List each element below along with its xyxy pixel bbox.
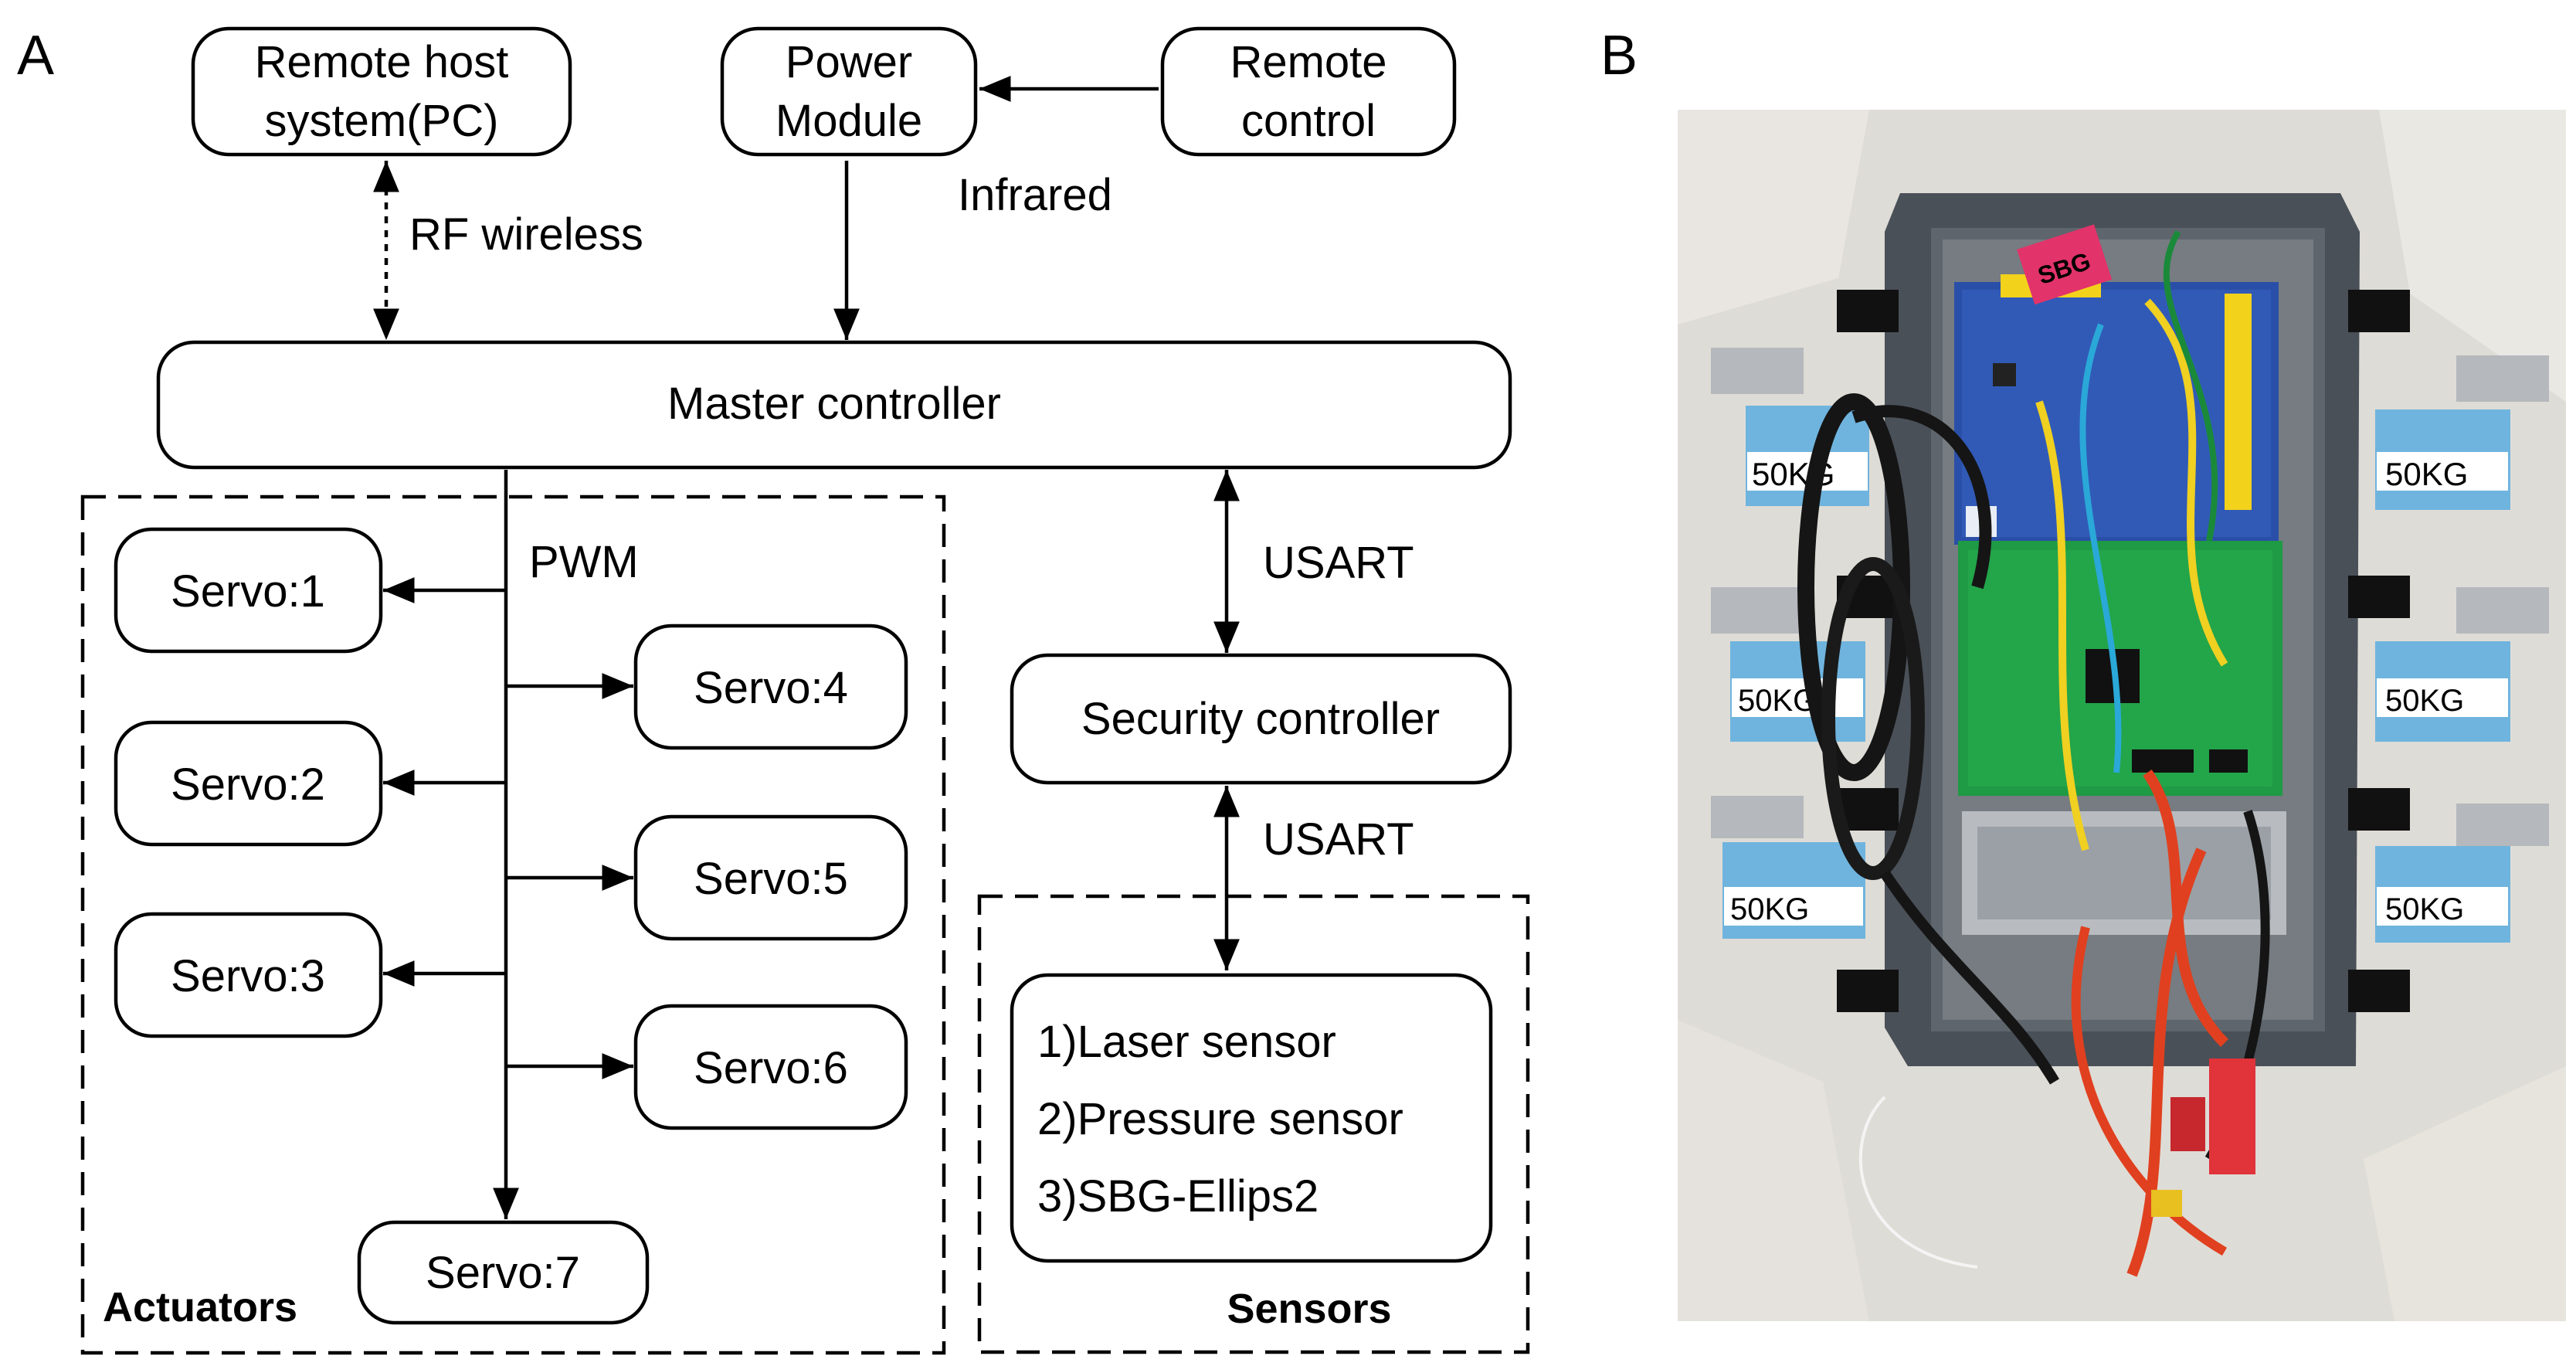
servo-6-label: Servo:6	[694, 1043, 848, 1093]
actuators-group	[80, 494, 946, 1355]
usart-lower-label: USART	[1263, 814, 1414, 865]
sensor-item-2: 2)Pressure sensor	[1037, 1094, 1403, 1144]
servo-7-label: Servo:7	[426, 1248, 580, 1298]
remote-host-line-2: system(PC)	[265, 96, 499, 146]
sensors-group-label: Sensors	[1227, 1286, 1391, 1332]
master-controller-label: Master controller	[667, 379, 1001, 429]
panel-label-b: B	[1600, 25, 1638, 87]
servo-photo-label: 50KG	[2385, 456, 2468, 492]
servo-4-label: Servo:4	[694, 663, 848, 713]
sensor-item-3: 3)SBG-Ellips2	[1037, 1171, 1319, 1222]
remote-host-line-1: Remote host	[255, 37, 509, 87]
remote-control-line-2: control	[1241, 96, 1376, 146]
servo-6-node: Servo:6	[633, 1004, 908, 1130]
servo-4-node: Servo:4	[633, 624, 908, 750]
master-controller-node: Master controller	[156, 340, 1512, 470]
servo-2-label: Servo:2	[171, 759, 325, 810]
pwm-label: PWM	[529, 537, 639, 587]
remote-host-node: Remote host system(PC)	[191, 26, 572, 157]
servo-1-node: Servo:1	[114, 527, 383, 654]
remote-control-line-1: Remote	[1230, 37, 1386, 87]
infrared-label: Infrared	[958, 170, 1112, 220]
servo-7-node: Servo:7	[357, 1220, 650, 1325]
rf-wireless-label: RF wireless	[409, 209, 643, 260]
panel-a: A Actuators Sensors RF wireless Infrared…	[17, 25, 1530, 1355]
servo-photo-label: 50KG	[2385, 684, 2464, 718]
remote-control-node: Remote control	[1160, 26, 1457, 157]
sensor-item-1: 1)Laser sensor	[1037, 1017, 1336, 1067]
sbg-tag: SBG	[2017, 224, 2113, 305]
servo-photo-right-1: 50KG	[2375, 355, 2549, 510]
servo-2-node: Servo:2	[114, 720, 383, 847]
usart-upper-label: USART	[1263, 538, 1414, 588]
panel-label-a: A	[17, 25, 54, 87]
power-module-line-2: Module	[776, 96, 922, 146]
servo-1-label: Servo:1	[171, 566, 325, 617]
actuators-group-label: Actuators	[103, 1284, 297, 1330]
security-controller-label: Security controller	[1081, 694, 1440, 744]
power-module-node: Power Module	[720, 26, 978, 157]
servo-photo-left-3: 50KG	[1711, 796, 1865, 939]
servo-5-label: Servo:5	[694, 854, 848, 904]
panel-b: B 50KG	[1600, 25, 2566, 1321]
servo-photo-label: 50KG	[1730, 892, 1809, 926]
servo-photo-right-2: 50KG	[2375, 587, 2549, 742]
servo-3-label: Servo:3	[171, 951, 325, 1001]
servo-photo-right-3: 50KG	[2375, 804, 2549, 943]
security-controller-node: Security controller	[1010, 653, 1512, 785]
sensors-list-node: 1)Laser sensor 2)Pressure sensor 3)SBG-E…	[1010, 973, 1493, 1263]
sensors-group	[977, 894, 1530, 1354]
power-module-line-1: Power	[786, 37, 912, 87]
servo-photo-label: 50KG	[2385, 892, 2464, 926]
servo-5-node: Servo:5	[633, 814, 908, 941]
servo-3-node: Servo:3	[114, 912, 383, 1038]
servo-photo-bottom	[2209, 1058, 2255, 1174]
servo-photo-left-2: 50KG	[1711, 587, 1865, 742]
servo-photo-label: 50KG	[1738, 684, 1817, 718]
robot-photo: 50KG 50KG 50KG 50KG	[1678, 110, 2566, 1321]
